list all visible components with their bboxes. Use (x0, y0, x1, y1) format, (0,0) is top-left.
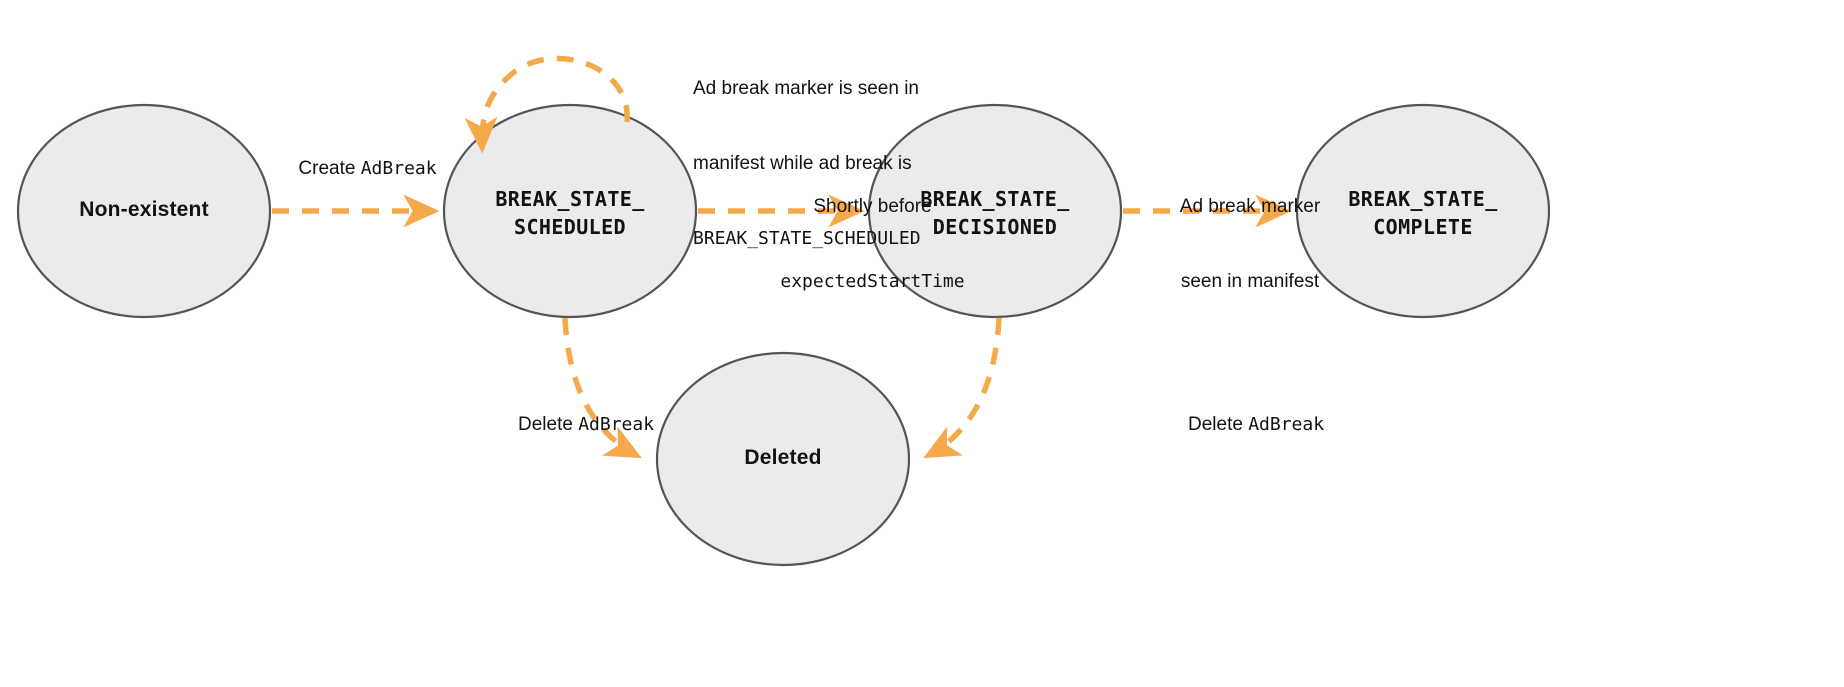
edge-label-line: Shortly before (813, 196, 932, 217)
edge-label-delete-adbreak-from-decisioned: Delete AdBreak (1188, 412, 1398, 437)
node-shape-deleted[interactable] (655, 351, 911, 567)
edge-label-line: Ad break marker (1179, 196, 1321, 217)
edge-label-line-code: expectedStartTime (780, 271, 965, 292)
node-shapes (16, 103, 1551, 567)
node-shape-break-state-complete[interactable] (1295, 103, 1551, 319)
node-shape-non-existent[interactable] (16, 103, 272, 319)
edge-label-create-adbreak: Create AdBreak (280, 156, 455, 181)
edge-label-text: Delete (518, 414, 579, 435)
node-shape-break-state-scheduled[interactable] (442, 103, 698, 319)
edge-paths (272, 55, 1292, 459)
edge-label-line: Ad break marker is seen in (693, 78, 919, 99)
edge-label-line: seen in manifest (1180, 271, 1320, 292)
edge-label-code: AdBreak (360, 158, 437, 179)
edge-label-text: Create (298, 158, 361, 179)
edge-scheduled-self-loop[interactable] (464, 55, 630, 154)
edge-label-code: AdBreak (578, 414, 655, 435)
edge-label-code: AdBreak (1248, 414, 1325, 435)
edge-label-scheduled-self-loop: Ad break marker is seen in manifest whil… (693, 26, 1023, 301)
edge-label-line: manifest while ad break is (693, 153, 912, 174)
edge-label-text: Delete (1188, 414, 1249, 435)
edge-label-line-code: BREAK_STATE_SCHEDULED (693, 228, 921, 249)
edge-label-delete-adbreak-from-scheduled: Delete AdBreak (518, 412, 728, 437)
edge-label-ad-break-marker-seen-in-manifest: Ad break marker seen in manifest (1090, 144, 1410, 344)
node-shape-break-state-decisioned[interactable] (867, 103, 1123, 319)
edge-label-shortly-before-expected-start-time: Shortly before expectedStartTime (700, 144, 1045, 344)
